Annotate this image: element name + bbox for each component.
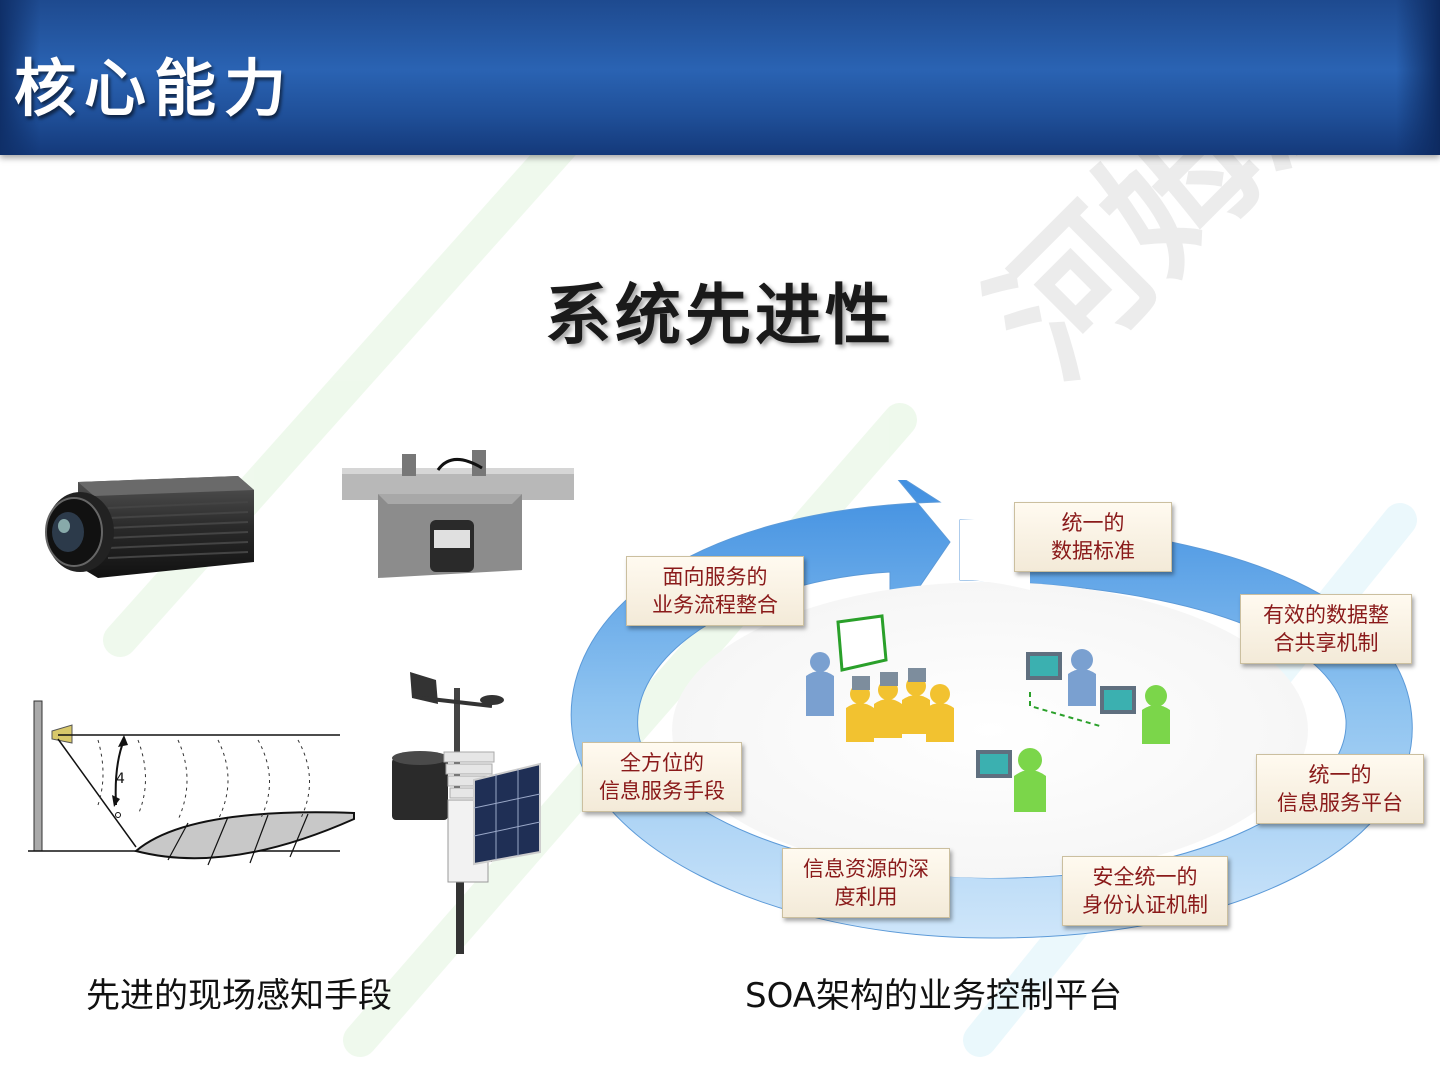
label-line: 度利用	[834, 885, 898, 909]
soa-cycle-diagram	[570, 480, 1413, 939]
diagram-annotation: 4	[116, 771, 125, 787]
label-unified-data-standard: 统一的 数据标准	[1014, 502, 1172, 572]
label-line: 业务流程整合	[652, 593, 778, 617]
label-line: 统一的	[1061, 511, 1125, 535]
caption-sensing: 先进的现场感知手段	[86, 976, 392, 1016]
slide-title: 系统先进性	[545, 277, 895, 354]
label-line: 信息资源的深	[803, 857, 929, 881]
label-line: 有效的数据整	[1263, 603, 1389, 627]
header-bar: 核心能力	[0, 0, 1440, 155]
label-service-means: 全方位的 信息服务手段	[582, 742, 742, 812]
header-title: 核心能力	[14, 52, 295, 125]
sensing-diagram: 4	[28, 700, 355, 866]
camera-image	[45, 476, 254, 578]
label-line: 合共享机制	[1273, 631, 1379, 655]
weather-station-image	[392, 672, 541, 954]
label-line: 信息服务平台	[1277, 791, 1403, 815]
label-line: 信息服务手段	[599, 779, 725, 803]
label-info-service-platform: 统一的 信息服务平台	[1256, 754, 1424, 824]
rail-sensor-image	[342, 450, 574, 578]
label-line: 安全统一的	[1092, 865, 1198, 889]
users-presentation-icon	[806, 614, 954, 742]
label-identity-auth: 安全统一的 身份认证机制	[1062, 856, 1228, 926]
label-process-integration: 面向服务的 业务流程整合	[626, 556, 804, 626]
label-line: 数据标准	[1051, 539, 1135, 563]
label-line: 身份认证机制	[1082, 893, 1208, 917]
caption-soa: SOA架构的业务控制平台	[745, 976, 1123, 1016]
network-computers-icon	[976, 649, 1170, 812]
label-line: 面向服务的	[662, 565, 768, 589]
label-deep-use: 信息资源的深 度利用	[782, 848, 950, 918]
label-data-sharing: 有效的数据整 合共享机制	[1240, 594, 1412, 664]
label-line: 全方位的	[620, 751, 704, 775]
label-line: 统一的	[1308, 763, 1372, 787]
